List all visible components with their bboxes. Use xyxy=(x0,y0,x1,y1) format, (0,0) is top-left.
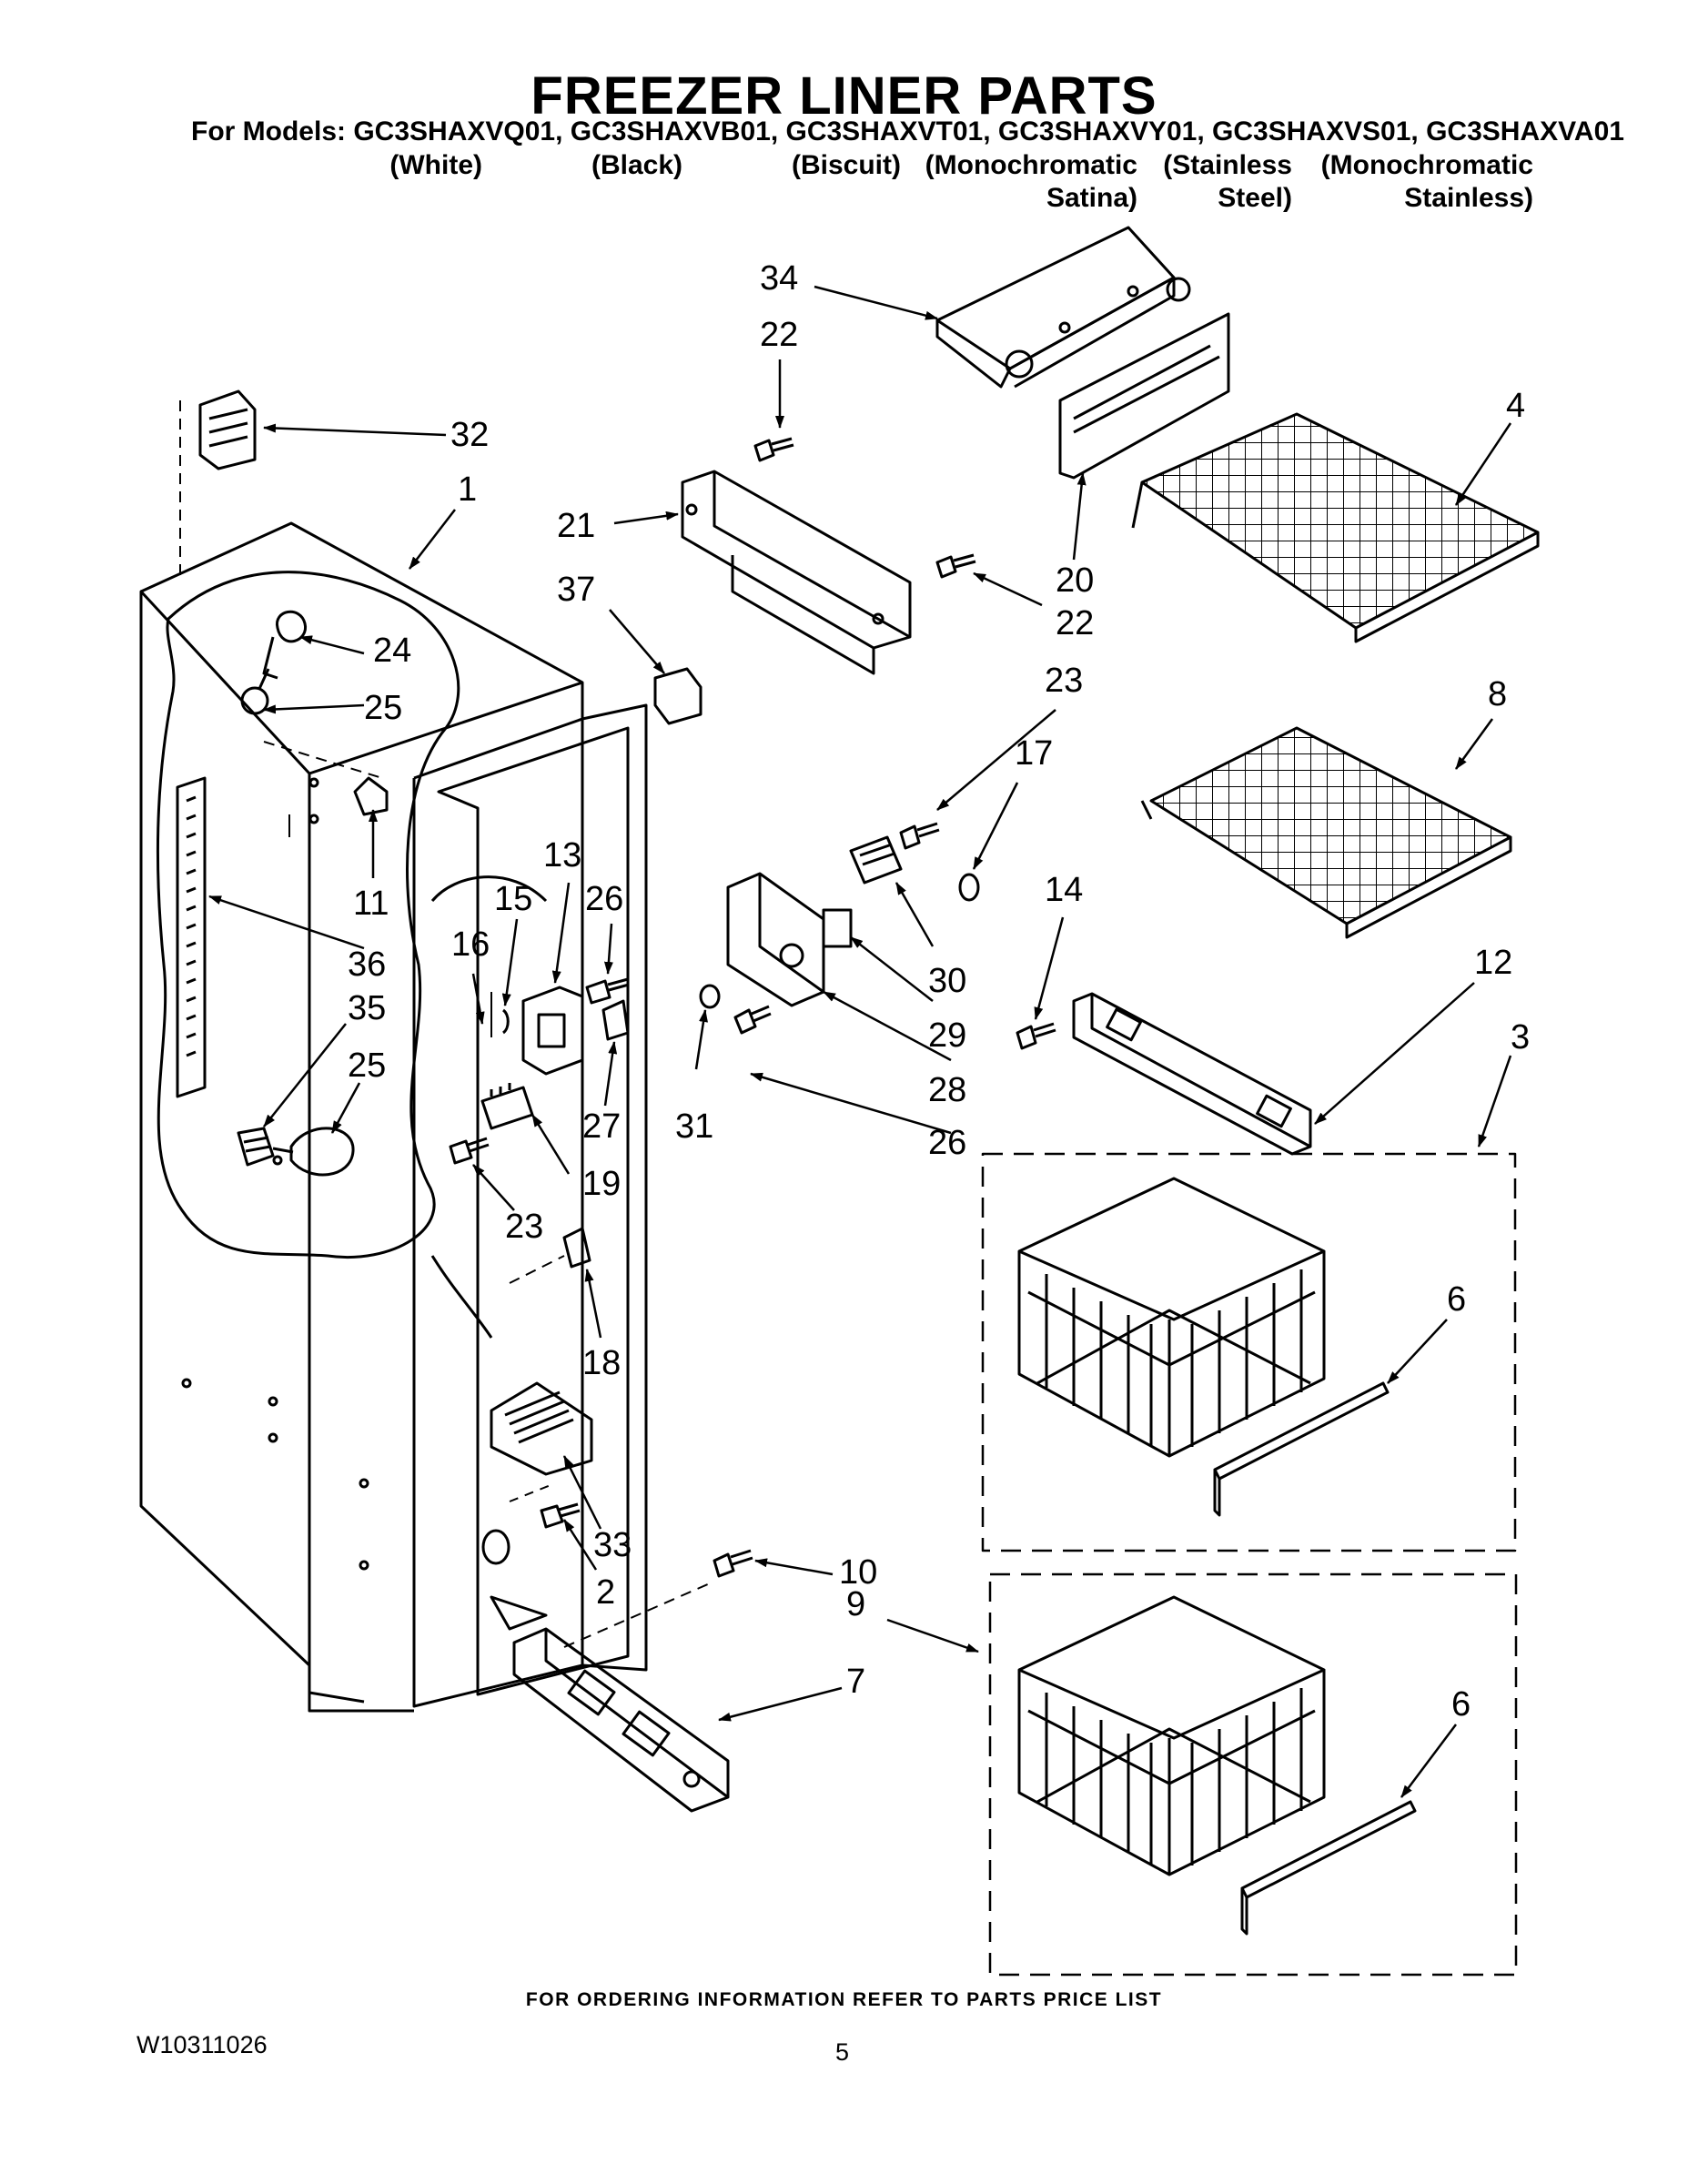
basket-trim-upper xyxy=(1213,1381,1390,1517)
callout-33: 33 xyxy=(593,1526,632,1564)
variant-white: (White) xyxy=(389,150,482,180)
screw-23-upper xyxy=(899,822,940,850)
variant-monochromatic-satina: (Monochromatic Satina) xyxy=(925,150,1137,213)
callout-28: 28 xyxy=(928,1071,966,1109)
lamp-socket-lower xyxy=(237,1127,275,1167)
screw-22-lower xyxy=(935,553,976,579)
air-duct-cover-33 xyxy=(490,1381,593,1476)
callout-4: 4 xyxy=(1506,387,1525,425)
callout-9: 9 xyxy=(846,1585,865,1623)
light-bulb-lower xyxy=(272,1127,355,1177)
callout-6-lower: 6 xyxy=(1451,1685,1471,1724)
freezer-liner xyxy=(139,521,648,1713)
callout-11: 11 xyxy=(353,885,389,923)
basket-trim-lower xyxy=(1240,1800,1417,1936)
callout-1: 1 xyxy=(458,470,477,509)
callout-22-upper: 22 xyxy=(760,316,798,354)
pan-cover-frame-34 xyxy=(935,226,1191,389)
screw-28 xyxy=(733,1005,772,1035)
variant-stainless-steel: (Stainless Steel) xyxy=(1163,150,1292,213)
bracket-27 xyxy=(601,999,630,1041)
callout-24: 24 xyxy=(373,632,411,670)
leader-lines xyxy=(208,285,1512,1798)
switch-18 xyxy=(562,1227,591,1269)
variant-black: (Black) xyxy=(591,150,682,180)
wire-basket-upper xyxy=(1017,1177,1326,1458)
plug-17 xyxy=(958,873,980,902)
screw-10 xyxy=(713,1549,753,1578)
callout-15: 15 xyxy=(494,880,532,918)
callout-14: 14 xyxy=(1045,871,1083,909)
callout-22-lower: 22 xyxy=(1056,604,1094,642)
slide-rail-12 xyxy=(1072,992,1312,1156)
page-title: FREEZER LINER PARTS xyxy=(531,66,1157,126)
lamp-socket-top xyxy=(262,610,307,680)
page-number: 5 xyxy=(835,2038,850,2066)
wire-shelf-4 xyxy=(1131,412,1540,643)
callout-26-lower: 26 xyxy=(928,1124,966,1162)
callout-7: 7 xyxy=(846,1663,865,1701)
callout-labels: 34 22 32 1 21 4 20 22 37 24 25 23 8 17 1… xyxy=(348,259,1530,1724)
callout-35: 35 xyxy=(348,989,386,1027)
wire-shelf-8 xyxy=(1140,726,1512,939)
screw-2 xyxy=(540,1502,581,1529)
light-shield xyxy=(176,776,207,1098)
callout-34: 34 xyxy=(760,259,798,298)
callout-13: 13 xyxy=(543,836,581,875)
ordering-note: FOR ORDERING INFORMATION REFER TO PARTS … xyxy=(525,1989,1163,2010)
screw-14 xyxy=(1016,1022,1056,1050)
callout-25-lower: 25 xyxy=(348,1046,386,1085)
callout-25-upper: 25 xyxy=(364,689,402,727)
callout-2: 2 xyxy=(596,1573,615,1612)
variant-monochromatic-stainless: (Monochromatic Stainless) xyxy=(1320,150,1533,213)
callout-12: 12 xyxy=(1474,944,1512,982)
callout-20: 20 xyxy=(1056,561,1094,600)
callout-3: 3 xyxy=(1511,1018,1530,1057)
screw-26-upper xyxy=(585,977,630,1005)
shelf-bracket-21 xyxy=(681,470,912,675)
callout-31: 31 xyxy=(675,1107,713,1146)
callout-29: 29 xyxy=(928,1016,966,1055)
callout-19: 19 xyxy=(582,1165,621,1203)
light-clip xyxy=(353,776,389,816)
callout-37: 37 xyxy=(557,571,595,609)
callout-26-upper: 26 xyxy=(585,880,623,918)
control-board-30 xyxy=(849,835,903,885)
callout-6-upper: 6 xyxy=(1447,1280,1466,1319)
wire-basket-lower xyxy=(1017,1595,1326,1876)
callout-16: 16 xyxy=(451,925,490,964)
callout-32: 32 xyxy=(450,416,489,454)
callout-23-lower: 23 xyxy=(505,1208,543,1246)
callout-21: 21 xyxy=(557,507,595,545)
callout-8: 8 xyxy=(1488,675,1507,713)
toe-grille-7 xyxy=(512,1627,730,1813)
callout-27: 27 xyxy=(582,1107,621,1146)
damper-37 xyxy=(653,667,702,725)
callout-10: 10 xyxy=(839,1553,877,1592)
screw-22-upper xyxy=(753,437,794,462)
variant-biscuit: (Biscuit) xyxy=(792,150,901,180)
crisper-panel-20 xyxy=(1058,312,1230,480)
basket-group-3 xyxy=(981,1152,1517,1552)
models-line: For Models: GC3SHAXVQ01, GC3SHAXVB01, GC… xyxy=(191,116,1624,147)
callout-17: 17 xyxy=(1015,734,1053,773)
callout-30: 30 xyxy=(928,962,966,1000)
document-number: W10311026 xyxy=(136,2031,268,2058)
light-bulb-top xyxy=(240,668,270,715)
control-housing-29 xyxy=(726,872,853,1007)
callout-36: 36 xyxy=(348,945,386,984)
thermostat-clip xyxy=(501,1008,510,1035)
knob-31 xyxy=(699,984,721,1009)
basket-group-9 xyxy=(988,1572,1518,1977)
light-cover-top xyxy=(198,389,257,470)
callout-23-upper: 23 xyxy=(1045,662,1083,700)
callout-18: 18 xyxy=(582,1344,621,1382)
thermostat-housing xyxy=(521,986,584,1076)
control-board-19 xyxy=(480,1083,534,1130)
screw-23-lower xyxy=(449,1137,490,1165)
